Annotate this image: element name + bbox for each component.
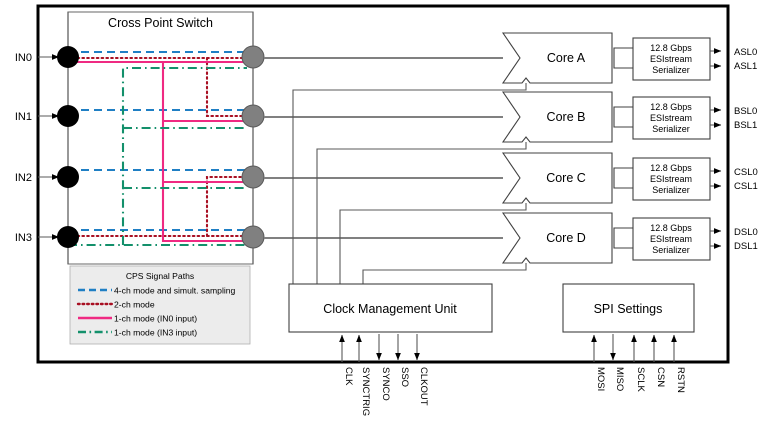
legend-title: CPS Signal Paths — [126, 271, 194, 281]
legend-label-1ch-in3: 1-ch mode (IN3 input) — [114, 328, 197, 338]
output-label-bsl1: BSL1 — [734, 120, 757, 131]
spi-pin-label-sclk: SCLK — [635, 367, 646, 392]
serializer-c-line1: 12.8 Gbps — [650, 163, 692, 173]
spi-pin-csn[interactable]: CSN — [651, 334, 666, 387]
spi-pin-miso[interactable]: MISO — [610, 334, 625, 391]
clock-distribution-net — [292, 83, 527, 284]
serializer-b-line2: ESIstream — [650, 113, 692, 123]
path-1ch-mode-in0 — [68, 60, 247, 243]
input-label-in1: IN1 — [15, 111, 32, 123]
cmu-pin-label-clkout: CLKOUT — [418, 367, 429, 406]
cmu-pin-label-synctrig: SYNCTRIG — [360, 367, 371, 416]
path-4ch-mode — [68, 50, 247, 232]
output-label-asl1: ASL1 — [734, 61, 757, 72]
legend-item-2ch: 2-ch mode — [76, 300, 155, 310]
serializer-a[interactable]: 12.8 Gbps ESIstream Serializer — [632, 37, 711, 81]
input-dot-in3 — [57, 226, 79, 248]
core-b[interactable]: Core B — [501, 91, 613, 143]
cps-output-node-d[interactable] — [241, 225, 503, 249]
input-dot-in1 — [57, 105, 79, 127]
legend-item-4ch: 4-ch mode and simult. sampling — [78, 286, 236, 296]
spi-pin-mosi[interactable]: MOSI — [591, 334, 606, 391]
cmu-pin-label-clk: CLK — [343, 367, 354, 386]
legend-label-2ch: 2-ch mode — [114, 300, 155, 310]
input-label-in2: IN2 — [15, 172, 32, 184]
serializer-a-line3: Serializer — [652, 65, 690, 75]
spi-pin-label-rstn: RSTN — [675, 367, 686, 393]
input-dot-in0 — [57, 46, 79, 68]
serializer-d-line3: Serializer — [652, 245, 690, 255]
legend-label-4ch: 4-ch mode and simult. sampling — [114, 286, 236, 296]
spi-pin-label-miso: MISO — [614, 367, 625, 391]
core-a-label: Core A — [547, 51, 586, 65]
output-label-dsl1: DSL1 — [734, 241, 758, 252]
serializer-d-line2: ESIstream — [650, 234, 692, 244]
input-dot-in2 — [57, 166, 79, 188]
output-label-csl0: CSL0 — [734, 167, 758, 178]
spi-settings[interactable]: SPI Settings — [562, 283, 695, 333]
serializer-d-line1: 12.8 Gbps — [650, 223, 692, 233]
output-label-csl1: CSL1 — [734, 181, 758, 192]
input-pin-in1[interactable]: IN1 — [15, 105, 79, 127]
core-b-label: Core B — [547, 110, 586, 124]
cmu-pin-clk[interactable]: CLK — [339, 334, 354, 386]
serializer-b[interactable]: 12.8 Gbps ESIstream Serializer — [632, 96, 711, 140]
cmu-label: Clock Management Unit — [323, 302, 457, 316]
serializer-b-line3: Serializer — [652, 124, 690, 134]
core-a[interactable]: Core A — [501, 32, 613, 84]
path-1ch-mode-in3 — [68, 66, 247, 247]
input-label-in3: IN3 — [15, 232, 32, 244]
clock-management-unit[interactable]: Clock Management Unit — [288, 283, 493, 333]
legend-label-1ch-in0: 1-ch mode (IN0 input) — [114, 314, 197, 324]
spi-pin-sclk[interactable]: SCLK — [631, 334, 646, 392]
cmu-pin-synctrig[interactable]: SYNCTRIG — [356, 334, 371, 416]
cps-output-node-c[interactable] — [241, 165, 503, 189]
spi-label: SPI Settings — [594, 302, 663, 316]
output-label-asl0: ASL0 — [734, 47, 757, 58]
cross-point-switch-box — [67, 11, 254, 265]
cmu-pin-synco[interactable]: SYNCO — [376, 334, 391, 401]
cps-output-node-b[interactable] — [241, 104, 503, 128]
input-pin-in2[interactable]: IN2 — [15, 166, 79, 188]
cps-output-node-a[interactable] — [241, 45, 503, 69]
cmu-pin-label-sso: SSO — [399, 367, 410, 387]
output-label-bsl0: BSL0 — [734, 106, 757, 117]
serializer-d[interactable]: 12.8 Gbps ESIstream Serializer — [632, 217, 711, 261]
output-lanes-c[interactable]: CSL0 CSL1 — [710, 167, 758, 192]
serializer-a-line2: ESIstream — [650, 54, 692, 64]
serializer-b-line1: 12.8 Gbps — [650, 102, 692, 112]
output-lanes-a[interactable]: ASL0 ASL1 — [710, 47, 757, 72]
legend-item-1ch-in0: 1-ch mode (IN0 input) — [78, 314, 197, 324]
core-c-label: Core C — [546, 171, 586, 185]
output-lanes-b[interactable]: BSL0 BSL1 — [710, 106, 757, 131]
cmu-pin-label-synco: SYNCO — [380, 367, 391, 401]
serializer-c[interactable]: 12.8 Gbps ESIstream Serializer — [632, 157, 711, 201]
serializer-c-line3: Serializer — [652, 185, 690, 195]
chip-boundary — [36, 4, 730, 364]
input-pin-in0[interactable]: IN0 — [15, 46, 79, 68]
legend-item-1ch-in3: 1-ch mode (IN3 input) — [78, 328, 197, 338]
spi-pin-label-mosi: MOSI — [595, 367, 606, 391]
spi-pin-rstn[interactable]: RSTN — [671, 334, 686, 393]
core-d[interactable]: Core D — [501, 212, 613, 264]
input-label-in0: IN0 — [15, 52, 32, 64]
cmu-pin-sso[interactable]: SSO — [395, 334, 410, 387]
input-pin-in3[interactable]: IN3 — [15, 226, 79, 248]
cmu-pin-clkout[interactable]: CLKOUT — [414, 334, 429, 406]
path-2ch-mode — [66, 56, 249, 238]
serializer-a-line1: 12.8 Gbps — [650, 43, 692, 53]
output-label-dsl0: DSL0 — [734, 227, 758, 238]
serializer-c-line2: ESIstream — [650, 174, 692, 184]
output-lanes-d[interactable]: DSL0 DSL1 — [710, 227, 758, 252]
cross-point-switch-title: Cross Point Switch — [108, 16, 213, 30]
core-c[interactable]: Core C — [501, 152, 613, 204]
core-d-label: Core D — [546, 231, 586, 245]
spi-pin-label-csn: CSN — [655, 367, 666, 387]
